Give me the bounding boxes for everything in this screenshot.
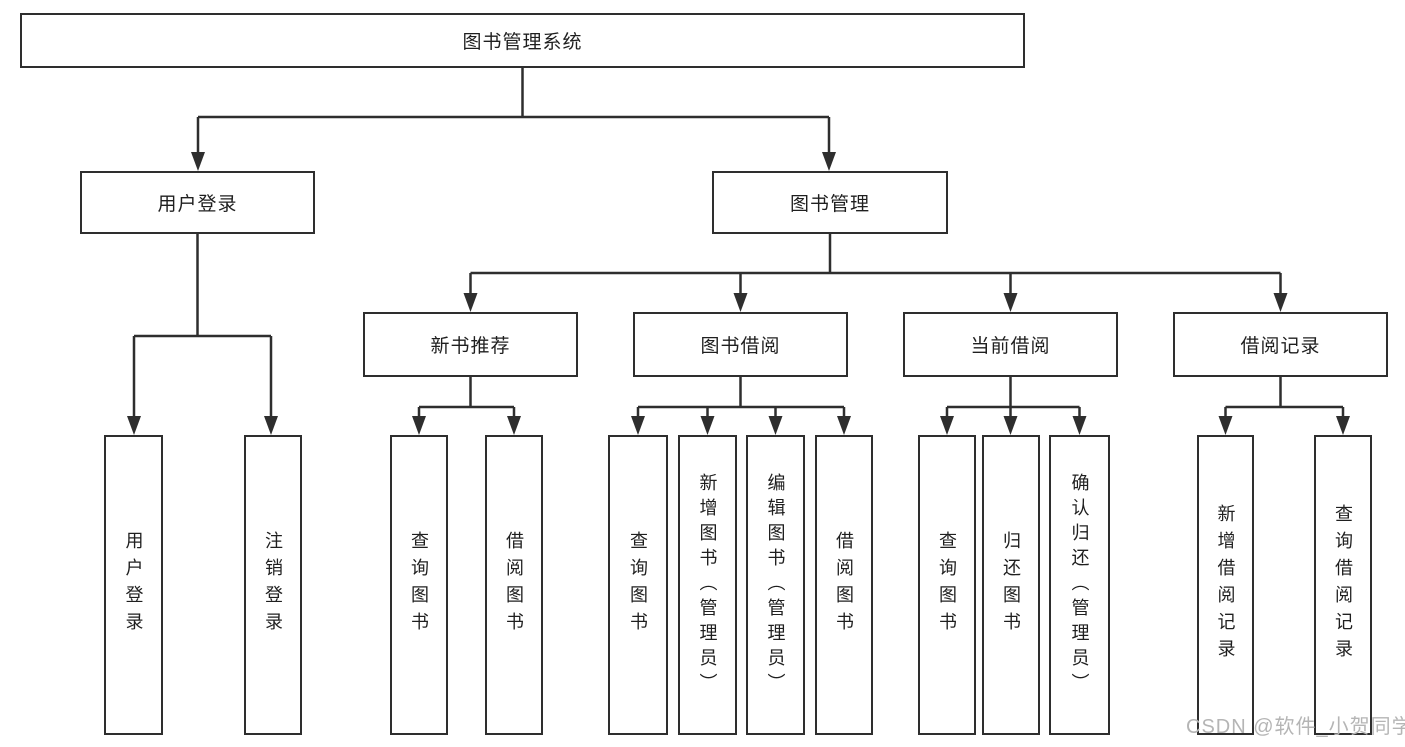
leaf-query-borrow-record: 查询借阅记录 [1314, 435, 1372, 735]
leaf-return-book: 归还图书 [982, 435, 1040, 735]
leaf-borrow-book-recommend-label: 借阅图书 [504, 531, 524, 639]
leaf-logout: 注销登录 [244, 435, 302, 735]
leaf-logout-label: 注销登录 [263, 531, 283, 639]
node-book-borrow: 图书借阅 [633, 312, 848, 377]
connector-user-login [132, 234, 273, 418]
csdn-watermark: CSDN @软件_小贺同学 [1186, 716, 1405, 738]
leaf-query-borrow-record-label: 查询借阅记录 [1333, 504, 1353, 666]
leaf-query-book-current-label: 查询图书 [937, 531, 957, 639]
leaf-confirm-return-admin: 确认归还（管理员） [1049, 435, 1110, 735]
leaf-borrow-book-recommend: 借阅图书 [485, 435, 543, 735]
node-root: 图书管理系统 [20, 13, 1025, 68]
connector-new-book [417, 377, 516, 418]
leaf-user-login: 用户登录 [104, 435, 163, 735]
node-user-login: 用户登录 [80, 171, 315, 234]
leaf-user-login-label: 用户登录 [123, 531, 144, 639]
leaf-borrow-book-label: 借阅图书 [834, 531, 854, 639]
leaf-borrow-book: 借阅图书 [815, 435, 873, 735]
leaf-add-book-admin-label: 新增图书（管理员） [697, 472, 718, 698]
leaf-query-book-recommend-label: 查询图书 [409, 531, 429, 639]
connector-current-borrow [945, 377, 1081, 418]
node-borrow-record: 借阅记录 [1173, 312, 1388, 377]
node-book-mgmt: 图书管理 [712, 171, 948, 234]
leaf-add-book-admin: 新增图书（管理员） [678, 435, 737, 735]
connector-root [196, 68, 831, 154]
leaf-edit-book-admin-label: 编辑图书（管理员） [765, 472, 786, 698]
leaf-return-book-label: 归还图书 [1001, 531, 1021, 639]
connector-book-mgmt [469, 234, 1282, 295]
leaf-query-book-borrow-label: 查询图书 [628, 531, 648, 639]
leaf-confirm-return-admin-label: 确认归还（管理员） [1069, 472, 1090, 698]
arrowheads [127, 152, 1350, 435]
connector-borrow-record [1224, 377, 1345, 418]
leaf-query-book-current: 查询图书 [918, 435, 976, 735]
leaf-add-borrow-record-label: 新增借阅记录 [1215, 504, 1236, 666]
leaf-add-borrow-record: 新增借阅记录 [1197, 435, 1254, 735]
node-current-borrow: 当前借阅 [903, 312, 1118, 377]
node-new-book-recommend: 新书推荐 [363, 312, 578, 377]
leaf-edit-book-admin: 编辑图书（管理员） [746, 435, 805, 735]
connector-book-borrow [636, 377, 846, 418]
leaf-query-book-borrow: 查询图书 [608, 435, 668, 735]
leaf-query-book-recommend: 查询图书 [390, 435, 448, 735]
